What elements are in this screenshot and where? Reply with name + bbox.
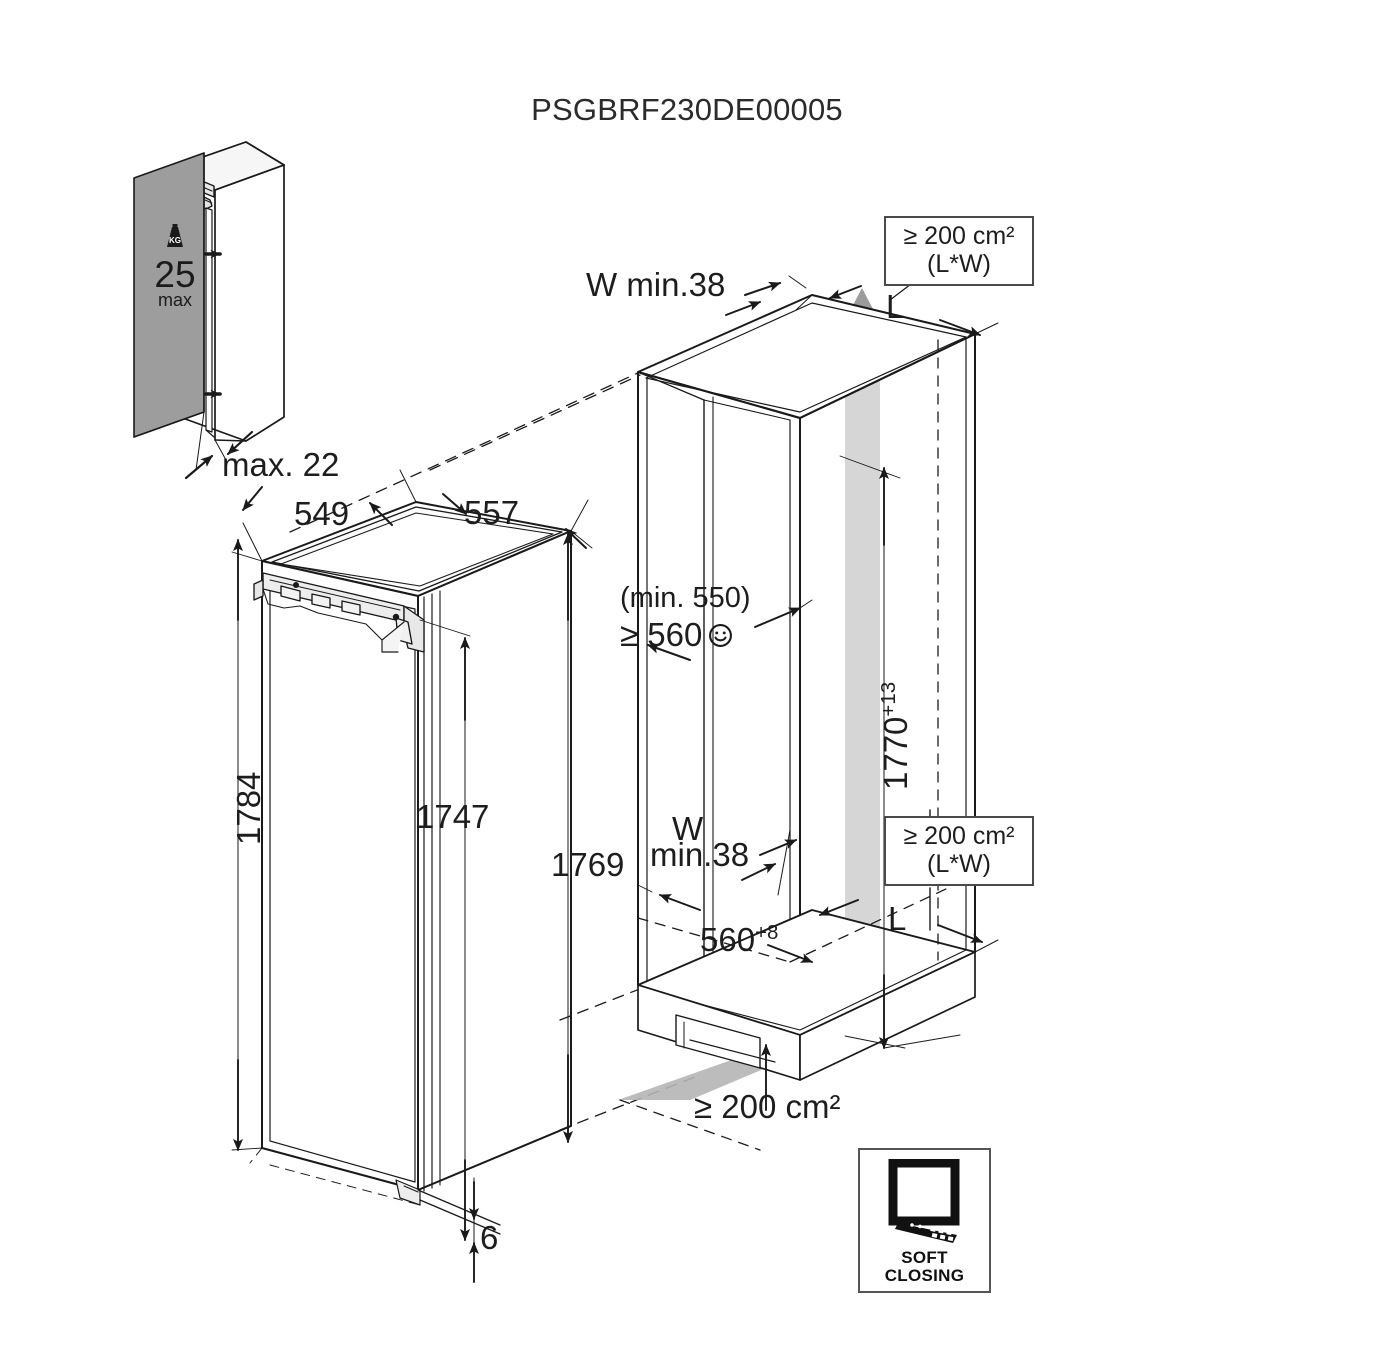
top-vent-width-label: W min.38 bbox=[586, 266, 726, 303]
niche-isometric-group bbox=[618, 267, 999, 1151]
niche-depth-min-label: (min. 550) bbox=[620, 582, 751, 614]
rear-vent-area-line1: ≥ 200 cm² bbox=[903, 822, 1015, 850]
soft-closing-caption: SOFT CLOSING bbox=[884, 1248, 965, 1286]
top-vent-length-label: L bbox=[886, 288, 905, 325]
niche-depth-pref-label: ≥ 560 bbox=[620, 616, 703, 653]
rear-vent-area-line2: (L*W) bbox=[927, 850, 991, 878]
niche-depth-pref-row: ≥ 560 bbox=[620, 616, 733, 655]
page-title: PSGBRF230DE00005 bbox=[531, 92, 843, 127]
soft-closing-line1: SOFT bbox=[901, 1248, 948, 1267]
soft-closing-door-icon bbox=[888, 1159, 959, 1243]
soft-closing-badge: SOFT CLOSING bbox=[858, 1148, 991, 1293]
niche-height-label: 1770+13 bbox=[877, 681, 914, 790]
appliance-height-overall-label: 1784 bbox=[230, 771, 267, 845]
door-thickness-label: max. 22 bbox=[222, 446, 340, 483]
appliance-depth-left-label: 549 bbox=[294, 495, 350, 532]
door-weight-value: 25 bbox=[154, 254, 196, 295]
door-weight-qualifier: max bbox=[157, 290, 192, 311]
soft-closing-line2: CLOSING bbox=[884, 1266, 965, 1286]
top-vent-area-box: ≥ 200 cm² (L*W) bbox=[884, 216, 1034, 286]
appliance-body-height-label: 1769 bbox=[551, 846, 625, 883]
rear-vent-length-label: L bbox=[888, 900, 907, 937]
bottom-vent-width-label-line1: W bbox=[672, 810, 704, 847]
niche-width-label: 560+8 bbox=[700, 921, 779, 958]
niche-width-tolerance: +8 bbox=[755, 921, 779, 944]
top-vent-area-line1: ≥ 200 cm² bbox=[903, 222, 1015, 250]
top-vent-area-line2: (L*W) bbox=[927, 250, 991, 278]
bottom-vent-width-label-line2: min.38 bbox=[650, 836, 750, 873]
door-weight-badge: KG 25 max bbox=[144, 222, 206, 311]
smiley-face-icon bbox=[708, 620, 733, 655]
bottom-vent-area-label: ≥ 200 cm² bbox=[694, 1088, 841, 1125]
rear-vent-area-box: ≥ 200 cm² (L*W) bbox=[884, 816, 1034, 886]
appliance-door-height-label: 1747 bbox=[416, 798, 490, 835]
svg-text:KG: KG bbox=[169, 236, 181, 245]
weight-kg-icon: KG bbox=[167, 222, 183, 247]
appliance-depth-right-label: 557 bbox=[464, 494, 520, 531]
niche-height-tolerance: +13 bbox=[877, 681, 900, 717]
appliance-isometric-group bbox=[231, 469, 593, 1283]
appliance-bottom-gap-label: 6 bbox=[480, 1219, 499, 1256]
door-panel-detail-group bbox=[133, 141, 285, 480]
